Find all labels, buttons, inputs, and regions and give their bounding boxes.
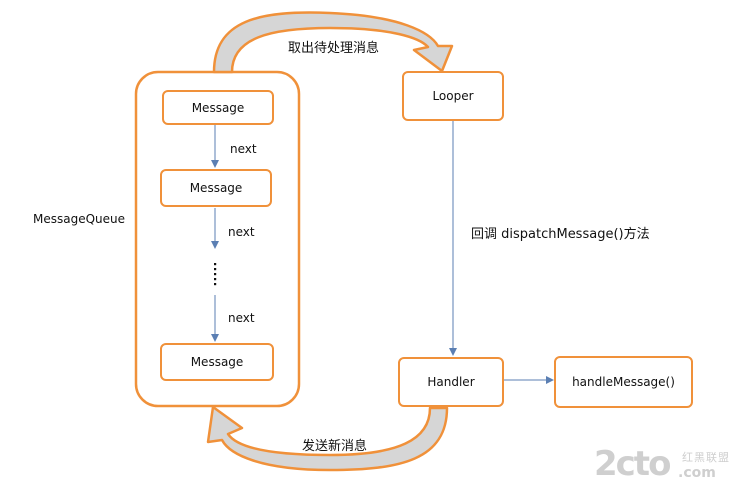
- handler-node: Handler: [398, 357, 504, 407]
- take-message-curved-arrow: [212, 11, 454, 74]
- looper-node-label: Looper: [432, 89, 474, 103]
- watermark-main-text: 2cto: [594, 444, 671, 484]
- message-node-2-label: Message: [189, 181, 243, 195]
- next-label-3: next: [228, 311, 255, 325]
- looper-node: Looper: [402, 71, 504, 121]
- message-node-3: Message: [160, 343, 274, 381]
- watermark-logo: 2cto 红黑联盟 .com: [594, 447, 730, 487]
- handle-message-node-label: handleMessage(): [572, 375, 675, 389]
- take-message-label: 取出待处理消息: [288, 41, 380, 56]
- message-node-1-label: Message: [191, 100, 245, 115]
- message-node-3-label: Message: [190, 355, 244, 369]
- handler-node-label: Handler: [427, 375, 475, 389]
- message-node-1: Message: [162, 90, 274, 125]
- watermark-sub-text: 红黑联盟: [682, 451, 730, 464]
- message-queue-label: MessageQueue: [33, 212, 126, 226]
- message-node-2: Message: [160, 169, 272, 207]
- dispatch-label: 回调 dispatchMessage()方法: [471, 227, 650, 242]
- watermark-suffix-text: .com: [678, 465, 716, 481]
- next-label-2: next: [228, 225, 255, 239]
- send-message-curved-arrow: [206, 405, 449, 472]
- next-label-1: next: [230, 142, 257, 156]
- ellipsis-dots: [214, 263, 217, 286]
- send-message-label: 发送新消息: [302, 439, 368, 454]
- handle-message-node: handleMessage(): [554, 356, 693, 408]
